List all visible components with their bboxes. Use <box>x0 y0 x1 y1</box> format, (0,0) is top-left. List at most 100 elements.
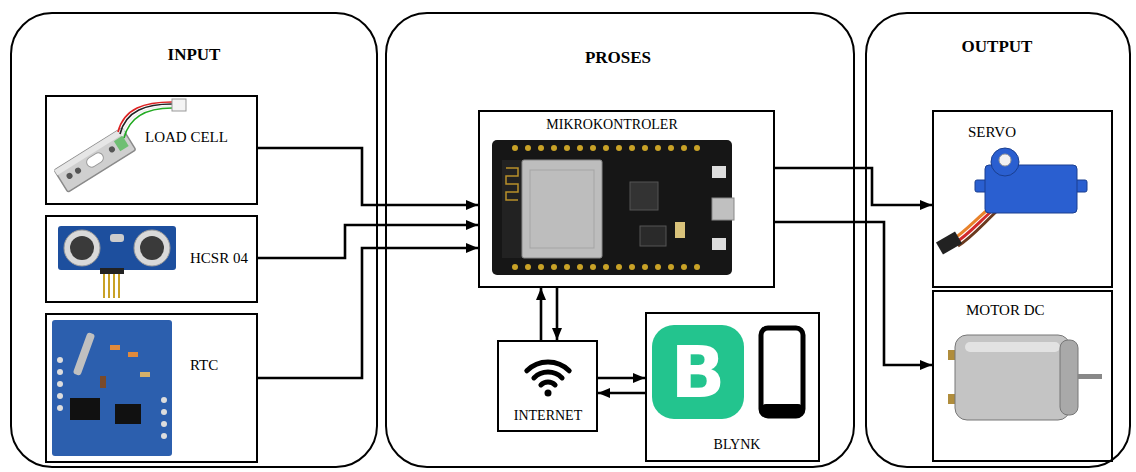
ultrasonic-sensor-illustration <box>58 226 176 298</box>
load-cell-illustration <box>108 145 116 153</box>
arrow-connector <box>598 377 645 380</box>
rtc-module-illustration <box>161 433 167 439</box>
text-holder: MIKROKONTROLER <box>546 116 677 134</box>
load-cell-illustration <box>172 99 186 111</box>
arrow-connector <box>598 392 645 395</box>
esp32-board-illustration <box>506 168 518 200</box>
rtc-module-illustration <box>57 393 63 399</box>
wifi-icon <box>541 382 555 385</box>
component-box: MOTOR DC <box>932 290 1113 462</box>
component-label: LOAD CELL <box>145 128 228 146</box>
rtc-module-illustration <box>110 345 120 350</box>
esp32-board-illustration <box>538 264 544 270</box>
component-label: SERVO <box>968 123 1016 141</box>
load-cell-illustration <box>74 166 82 174</box>
text-holder: OUTPUT <box>962 38 1033 56</box>
esp32-board-illustration <box>551 145 557 151</box>
rtc-module-illustration <box>140 372 150 377</box>
servo-illustration <box>991 148 1019 176</box>
connectors <box>258 148 932 393</box>
servo-illustration <box>999 154 1011 166</box>
esp32-board-illustration <box>512 145 518 151</box>
dc-motor-illustration <box>965 342 1060 352</box>
rtc-module-illustration <box>70 398 100 420</box>
esp32-board-illustration <box>603 145 609 151</box>
text-holder: LOAD CELL <box>145 128 228 146</box>
text-holder: HCSR 04 <box>190 249 248 267</box>
rtc-module-illustration <box>161 409 167 415</box>
text-holder: MOTOR DC <box>966 301 1045 319</box>
ultrasonic-sensor-illustration <box>58 226 176 270</box>
load-cell-illustration <box>54 99 186 192</box>
esp32-board-illustration <box>675 222 685 238</box>
component-box: HCSR 04 <box>45 215 258 303</box>
blynk-logo <box>652 325 744 419</box>
esp32-board-illustration <box>642 145 648 151</box>
logo-letter: B <box>671 336 726 408</box>
component-label: MOTOR DC <box>966 301 1045 319</box>
phone-icon <box>761 328 803 416</box>
servo-illustration <box>936 231 962 254</box>
esp32-board-illustration <box>512 264 518 270</box>
esp32-board-illustration <box>551 264 557 270</box>
esp32-board-illustration <box>564 264 570 270</box>
load-cell-illustration <box>114 136 129 151</box>
arrow-connector <box>540 288 543 340</box>
component-label: MIKROKONTROLER <box>546 116 677 134</box>
section-title: INPUT <box>168 46 221 64</box>
text-holder: B <box>671 336 726 408</box>
esp32-board-illustration <box>655 264 661 270</box>
arrow-connector <box>556 288 559 340</box>
component-box: INTERNET <box>497 340 598 432</box>
esp32-board-illustration <box>564 145 570 151</box>
component-box: RTC <box>45 313 258 463</box>
esp32-board-illustration <box>525 145 531 151</box>
load-cell-illustration <box>65 172 73 180</box>
esp32-board-illustration <box>712 166 726 178</box>
esp32-board-illustration <box>616 145 622 151</box>
ultrasonic-sensor-illustration <box>103 274 105 298</box>
phone-icon <box>761 404 803 416</box>
esp32-board-illustration <box>629 145 635 151</box>
component-label: INTERNET <box>514 407 582 425</box>
component-label: HCSR 04 <box>190 249 248 267</box>
ultrasonic-sensor-illustration <box>118 274 120 298</box>
esp32-board-illustration <box>492 140 732 275</box>
rtc-module-illustration <box>115 404 141 424</box>
text-holder: INPUT <box>168 46 221 64</box>
ultrasonic-sensor-illustration <box>100 268 124 274</box>
arrow-connector <box>258 248 478 378</box>
esp32-board-illustration <box>681 145 687 151</box>
rtc-module-illustration <box>73 332 96 376</box>
ultrasonic-sensor-illustration <box>113 274 115 298</box>
rtc-module-illustration <box>161 421 167 427</box>
esp32-board-illustration <box>530 170 594 248</box>
wifi-icon <box>527 362 569 396</box>
arrow-connector <box>258 148 478 205</box>
esp32-board-illustration <box>694 145 700 151</box>
rtc-module-illustration <box>128 352 138 357</box>
ultrasonic-sensor-illustration <box>70 236 94 260</box>
section-title: OUTPUT <box>962 38 1033 56</box>
component-box: LOAD CELL <box>45 95 258 205</box>
rtc-module-illustration <box>57 357 63 363</box>
text-holder: INTERNET <box>514 407 582 425</box>
section-title: PROSES <box>585 49 651 67</box>
arrow-connector <box>258 225 478 258</box>
esp32-board-illustration <box>590 145 596 151</box>
dc-motor-illustration <box>955 335 1070 420</box>
esp32-board-illustration <box>668 264 674 270</box>
esp32-board-illustration <box>712 238 726 250</box>
component-box: SERVO <box>932 110 1113 288</box>
ultrasonic-sensor-illustration <box>64 230 100 266</box>
wifi-icon <box>534 372 562 378</box>
esp32-board-illustration <box>502 160 522 258</box>
esp32-board-illustration <box>616 264 622 270</box>
rtc-module-illustration <box>57 381 63 387</box>
panel-box: INPUT LOAD CELL HCSR 04 RTC <box>10 12 378 468</box>
esp32-board-illustration <box>694 264 700 270</box>
